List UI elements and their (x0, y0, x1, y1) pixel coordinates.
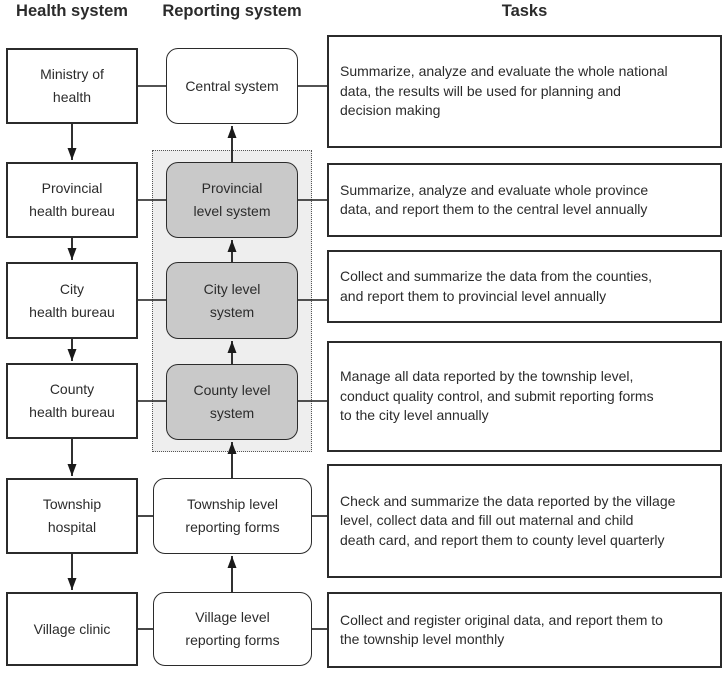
health-box-county: County health bureau (6, 363, 138, 439)
reporting-box-provincial-system: Provincial level system (166, 162, 298, 238)
header-reporting-system: Reporting system (162, 2, 302, 20)
health-box-village: Village clinic (6, 592, 138, 666)
reporting-box-city-system: City level system (166, 262, 298, 339)
header-health-system: Health system (16, 2, 128, 20)
task-box-provincial: Summarize, analyze and evaluate whole pr… (327, 163, 722, 237)
reporting-box-county-system: County level system (166, 364, 298, 440)
reporting-box-township-forms: Township level reporting forms (153, 478, 312, 554)
task-box-central: Summarize, analyze and evaluate the whol… (327, 35, 722, 148)
health-box-provincial: Provincial health bureau (6, 162, 138, 238)
header-tasks: Tasks (501, 2, 548, 20)
task-box-county: Manage all data reported by the township… (327, 341, 722, 452)
health-box-ministry: Ministry of health (6, 48, 138, 124)
health-box-township: Township hospital (6, 478, 138, 554)
task-box-village: Collect and register original data, and … (327, 592, 722, 668)
task-box-city: Collect and summarize the data from the … (327, 250, 722, 323)
health-box-city: City health bureau (6, 262, 138, 339)
reporting-box-village-forms: Village level reporting forms (153, 592, 312, 666)
task-box-township: Check and summarize the data reported by… (327, 464, 722, 578)
reporting-box-central-system: Central system (166, 48, 298, 124)
